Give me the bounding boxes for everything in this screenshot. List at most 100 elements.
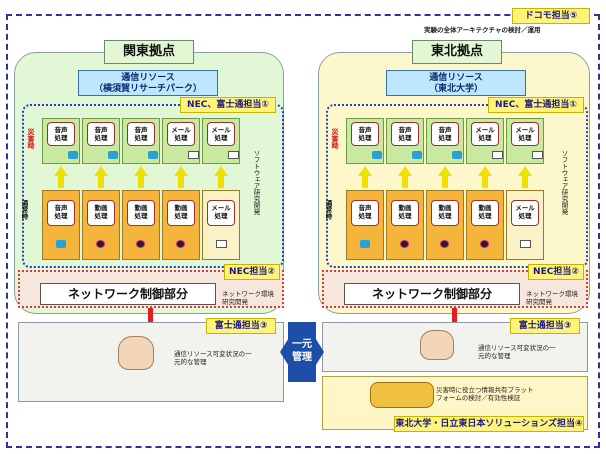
kanto-network-control-box: ネットワーク制御部分: [40, 283, 216, 305]
right-bottom-process-3: 動画 処理: [431, 200, 459, 226]
tohoku-mgmt-text: 通信リソース可変状況の一 元的な管理: [478, 344, 556, 360]
kanto-nec-fujitsu-tag: NEC、富士通担当①: [180, 97, 276, 113]
right-up-arrow-icon: [518, 166, 532, 176]
left-top-process-2: 音声 処理: [87, 122, 115, 146]
right-up-arrow-icon: [478, 166, 492, 176]
right-top-process-2: 音声 処理: [391, 122, 419, 146]
left-top-process-1: 音声 処理: [47, 122, 75, 146]
left-up-arrow-stem: [58, 176, 64, 188]
right-mail-icon: [532, 151, 543, 159]
left-up-arrow-icon: [174, 166, 188, 176]
right-phone-icon: [360, 240, 370, 248]
right-up-arrow-stem: [442, 176, 448, 188]
tohoku-resource-line1: 通信リソース: [429, 73, 483, 83]
left-bottom-process-2: 動画 処理: [87, 200, 115, 226]
tohoku-software-dev-label: ソフトウェア研究開発: [560, 150, 568, 215]
tohoku-resource-line2: （東北大学）: [428, 84, 483, 94]
tohoku-fujitsu-tag: 富士通担当③: [510, 318, 580, 334]
tohoku-nec-tag: NEC担当②: [528, 264, 584, 280]
left-up-arrow-stem: [138, 176, 144, 188]
right-bottom-process-1: 音声 処理: [351, 200, 379, 226]
left-top-process-5: メール 処理: [207, 122, 235, 146]
right-phone-icon: [372, 151, 382, 159]
kanto-fujitsu-tag: 富士通担当③: [206, 318, 276, 334]
left-video-icon: [136, 240, 145, 248]
right-phone-icon: [412, 151, 422, 159]
right-video-icon: [480, 240, 489, 248]
tohoku-univ-tag: 東北大学・日立東日本ソリューションズ担当④: [394, 416, 584, 432]
overall-frame: [6, 14, 600, 448]
kanto-mgmt-text: 通信リソース可変状況の一 元的な管理: [174, 350, 252, 366]
right-up-arrow-stem: [482, 176, 488, 188]
right-top-process-3: 音声 処理: [431, 122, 459, 146]
right-bottom-process-5: メール 処理: [511, 200, 539, 226]
kanto-normal-label: 通常時: [20, 200, 28, 220]
right-bottom-process-2: 動画 処理: [391, 200, 419, 226]
left-up-arrow-stem: [98, 176, 104, 188]
tohoku-nec-fujitsu-box: [326, 104, 588, 268]
left-up-arrow-icon: [94, 166, 108, 176]
left-mail-icon: [228, 151, 239, 159]
center-mgmt-label: 一元 管理: [288, 338, 316, 364]
tohoku-resource-title: 通信リソース （東北大学）: [386, 70, 526, 96]
kanto-software-dev-label: ソフトウェア研究開発: [252, 150, 260, 215]
right-top-process-5: メール 処理: [511, 122, 539, 146]
right-mail-icon: [520, 240, 531, 248]
right-up-arrow-stem: [362, 176, 368, 188]
kanto-disaster-label: 災害時: [27, 128, 35, 149]
kanto-red-arrow-stem: [148, 308, 153, 322]
left-bottom-process-4: 動画 処理: [167, 200, 195, 226]
right-top-process-4: メール 処理: [471, 122, 499, 146]
left-top-process-4: メール 処理: [167, 122, 195, 146]
left-phone-icon: [148, 151, 158, 159]
tohoku-network-note: ネットワーク環境 研究開発: [526, 290, 578, 306]
left-bottom-process-1: 音声 処理: [47, 200, 75, 226]
right-bottom-process-4: 動画 処理: [471, 200, 499, 226]
kanto-resource-line2: （横須賀リサーチパーク）: [93, 84, 202, 94]
left-bottom-process-3: 動画 処理: [127, 200, 155, 226]
left-up-arrow-icon: [54, 166, 68, 176]
right-video-icon: [440, 240, 449, 248]
tohoku-nec-fujitsu-tag: NEC、富士通担当①: [488, 97, 584, 113]
left-video-icon: [96, 240, 105, 248]
center-mgmt-line2: 管理: [292, 352, 312, 363]
info-share-text: 災害時に役立つ情報共有プラット フォームの検討／有効性検証: [436, 386, 534, 402]
left-up-arrow-stem: [178, 176, 184, 188]
left-phone-icon: [68, 151, 78, 159]
right-up-arrow-stem: [402, 176, 408, 188]
kanto-network-note: ネットワーク環境 研究開発: [222, 290, 274, 306]
right-up-arrow-stem: [522, 176, 528, 188]
right-up-arrow-icon: [438, 166, 452, 176]
left-up-arrow-icon: [214, 166, 228, 176]
tohoku-normal-label: 通常時: [324, 200, 332, 220]
left-phone-icon: [108, 151, 118, 159]
left-video-icon: [176, 240, 185, 248]
tohoku-red-arrow-stem: [452, 308, 457, 322]
right-up-arrow-icon: [398, 166, 412, 176]
left-mail-icon: [216, 240, 227, 248]
right-top-process-1: 音声 処理: [351, 122, 379, 146]
docomo-subtitle: 実験の全体アーキテクチャの検討／運用: [424, 26, 541, 34]
right-video-icon: [400, 240, 409, 248]
left-phone-icon: [56, 240, 66, 248]
right-mail-icon: [492, 151, 503, 159]
left-up-arrow-stem: [218, 176, 224, 188]
right-up-arrow-icon: [358, 166, 372, 176]
kanto-fujitsu-area: [18, 322, 284, 402]
left-mail-icon: [188, 151, 199, 159]
kanto-operator-illustration: [118, 336, 154, 370]
left-up-arrow-icon: [134, 166, 148, 176]
right-phone-icon: [452, 151, 462, 159]
center-mgmt-line1: 一元: [292, 339, 312, 350]
tohoku-network-control-box: ネットワーク制御部分: [344, 283, 520, 305]
kanto-nec-fujitsu-box: [22, 104, 284, 268]
tohoku-disaster-label: 災害時: [331, 128, 339, 149]
people-illustration: [370, 382, 434, 408]
tohoku-operator-illustration: [420, 330, 454, 360]
kanto-nec-tag: NEC担当②: [224, 264, 280, 280]
kanto-site-title: 関東拠点: [104, 40, 194, 64]
left-bottom-process-5: メール 処理: [207, 200, 235, 226]
tohoku-site-title: 東北拠点: [412, 40, 502, 64]
left-top-process-3: 音声 処理: [127, 122, 155, 146]
kanto-resource-line1: 通信リソース: [121, 73, 175, 83]
